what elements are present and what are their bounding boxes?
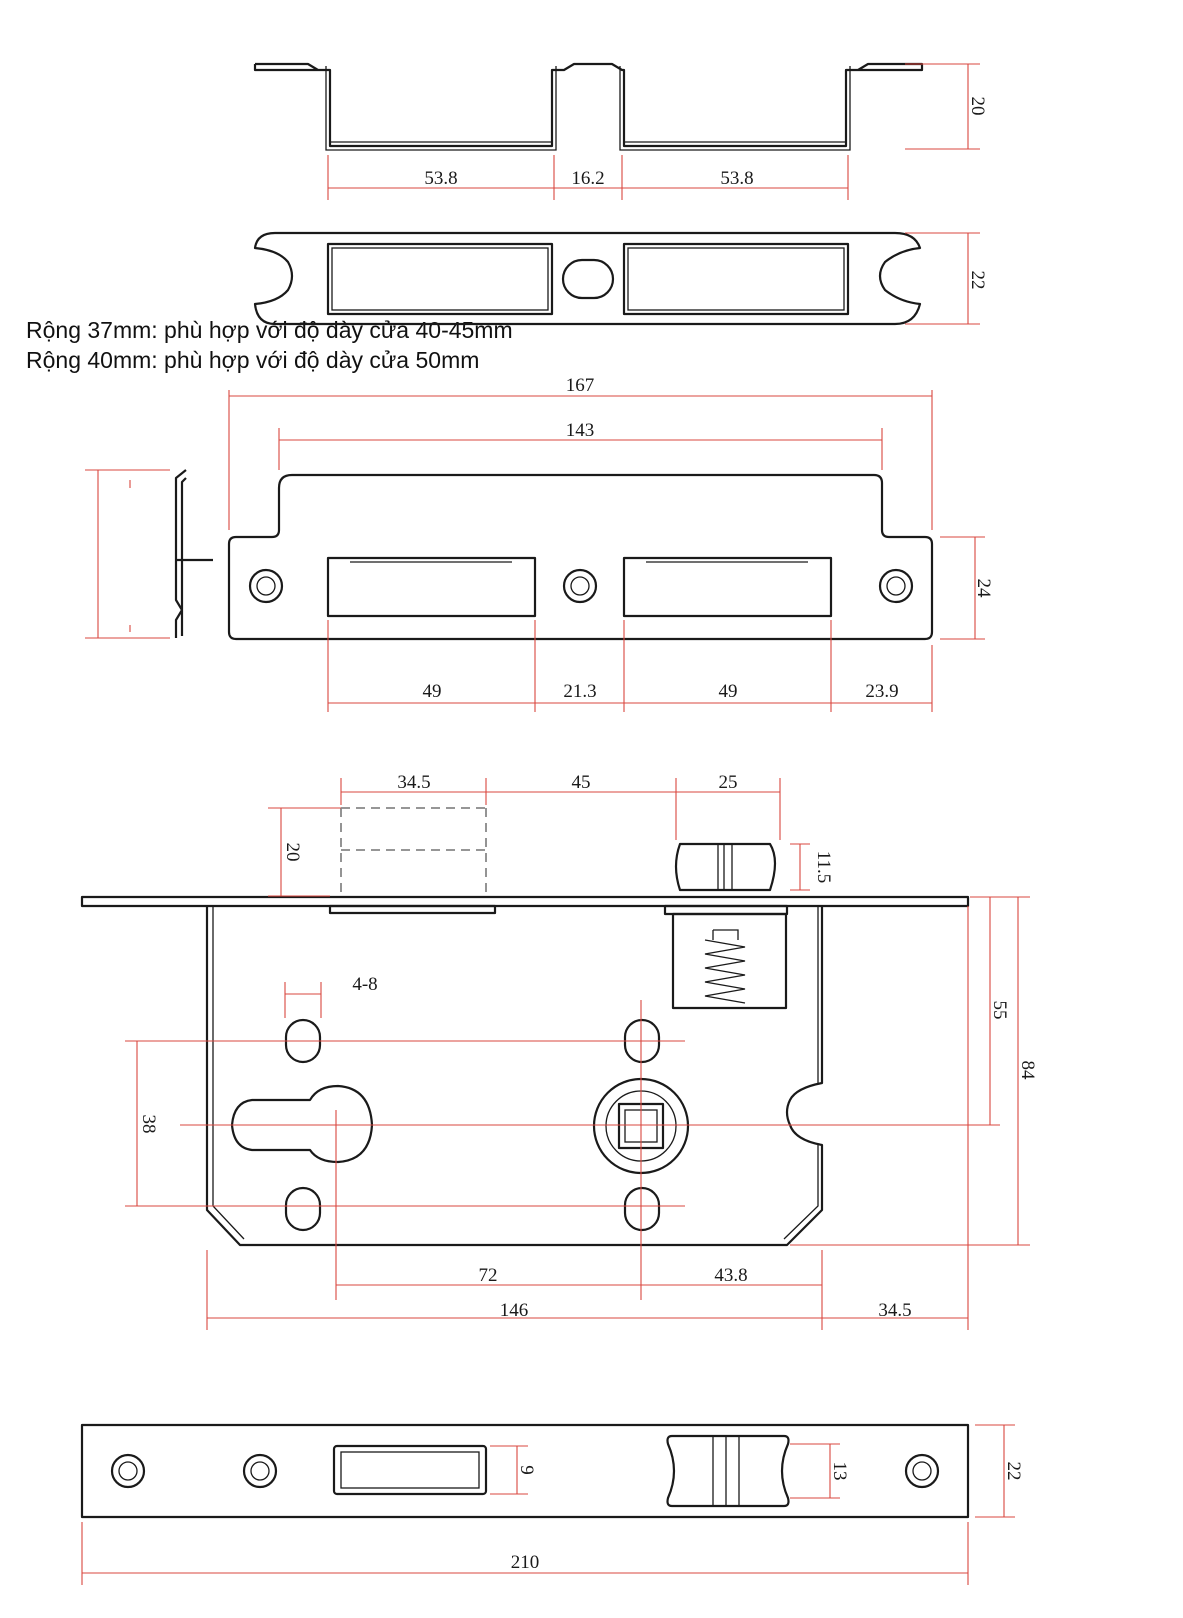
dim-latch-gap: 45: [572, 772, 591, 793]
dim-cylinder-to-spindle: 72: [479, 1265, 498, 1286]
dim-spindle-to-face: 43.8: [714, 1265, 747, 1286]
dim-plate-slot-right: 49: [719, 681, 738, 702]
dim-plate-height: 24: [973, 579, 994, 599]
dim-plate-gap: 21.3: [563, 681, 596, 702]
dim-cylinder-spacing: 38: [138, 1115, 159, 1134]
dim-total-height: 84: [1017, 1061, 1038, 1081]
dim-plate-inner: 143: [566, 420, 595, 441]
dim-body-width: 146: [500, 1300, 529, 1321]
strike-plate-view: 167 143 24 49 21.3 49 23.9: [85, 375, 994, 712]
dim-faceplate-width: 22: [1003, 1462, 1024, 1481]
dim-strike-left-box: 53.8: [424, 168, 457, 189]
dim-strike-box-height: 20: [967, 97, 988, 116]
strike-box-front-view: 22: [253, 231, 988, 326]
dim-slot: 4-8: [352, 974, 377, 995]
note-width-37: Rộng 37mm: phù hợp với độ dày cửa 40-45m…: [26, 317, 513, 343]
dim-latch-width: 34.5: [397, 772, 430, 793]
dim-faceplate-length: 210: [511, 1552, 540, 1573]
dim-backset: 34.5: [878, 1300, 911, 1321]
dim-plate-edge: 23.9: [865, 681, 898, 702]
faceplate-view: 9 13 22 210: [80, 1423, 1024, 1585]
dim-faceplate-latch: 9: [516, 1465, 537, 1475]
dim-plate-overall: 167: [566, 375, 595, 396]
dim-strike-right-box: 53.8: [720, 168, 753, 189]
dim-deadbolt-width: 25: [719, 772, 738, 793]
dim-faceplate-deadbolt: 13: [829, 1462, 850, 1481]
dim-front-height: 22: [967, 271, 988, 290]
dim-height-to-spindle: 55: [989, 1001, 1010, 1020]
note-width-40: Rộng 40mm: phù hợp với độ dày cửa 50mm: [26, 347, 480, 373]
dim-latch-throw: 20: [282, 843, 303, 862]
dim-strike-gap: 16.2: [571, 168, 604, 189]
strike-box-top-view: 53.8 16.2 53.8 20: [253, 62, 988, 200]
dim-plate-slot-left: 49: [423, 681, 442, 702]
lock-body-view: 34.5 45 25 20 11.5 4-8 38 55 84 72 43.8 …: [80, 772, 1038, 1330]
dim-deadbolt-throw: 11.5: [813, 851, 834, 884]
